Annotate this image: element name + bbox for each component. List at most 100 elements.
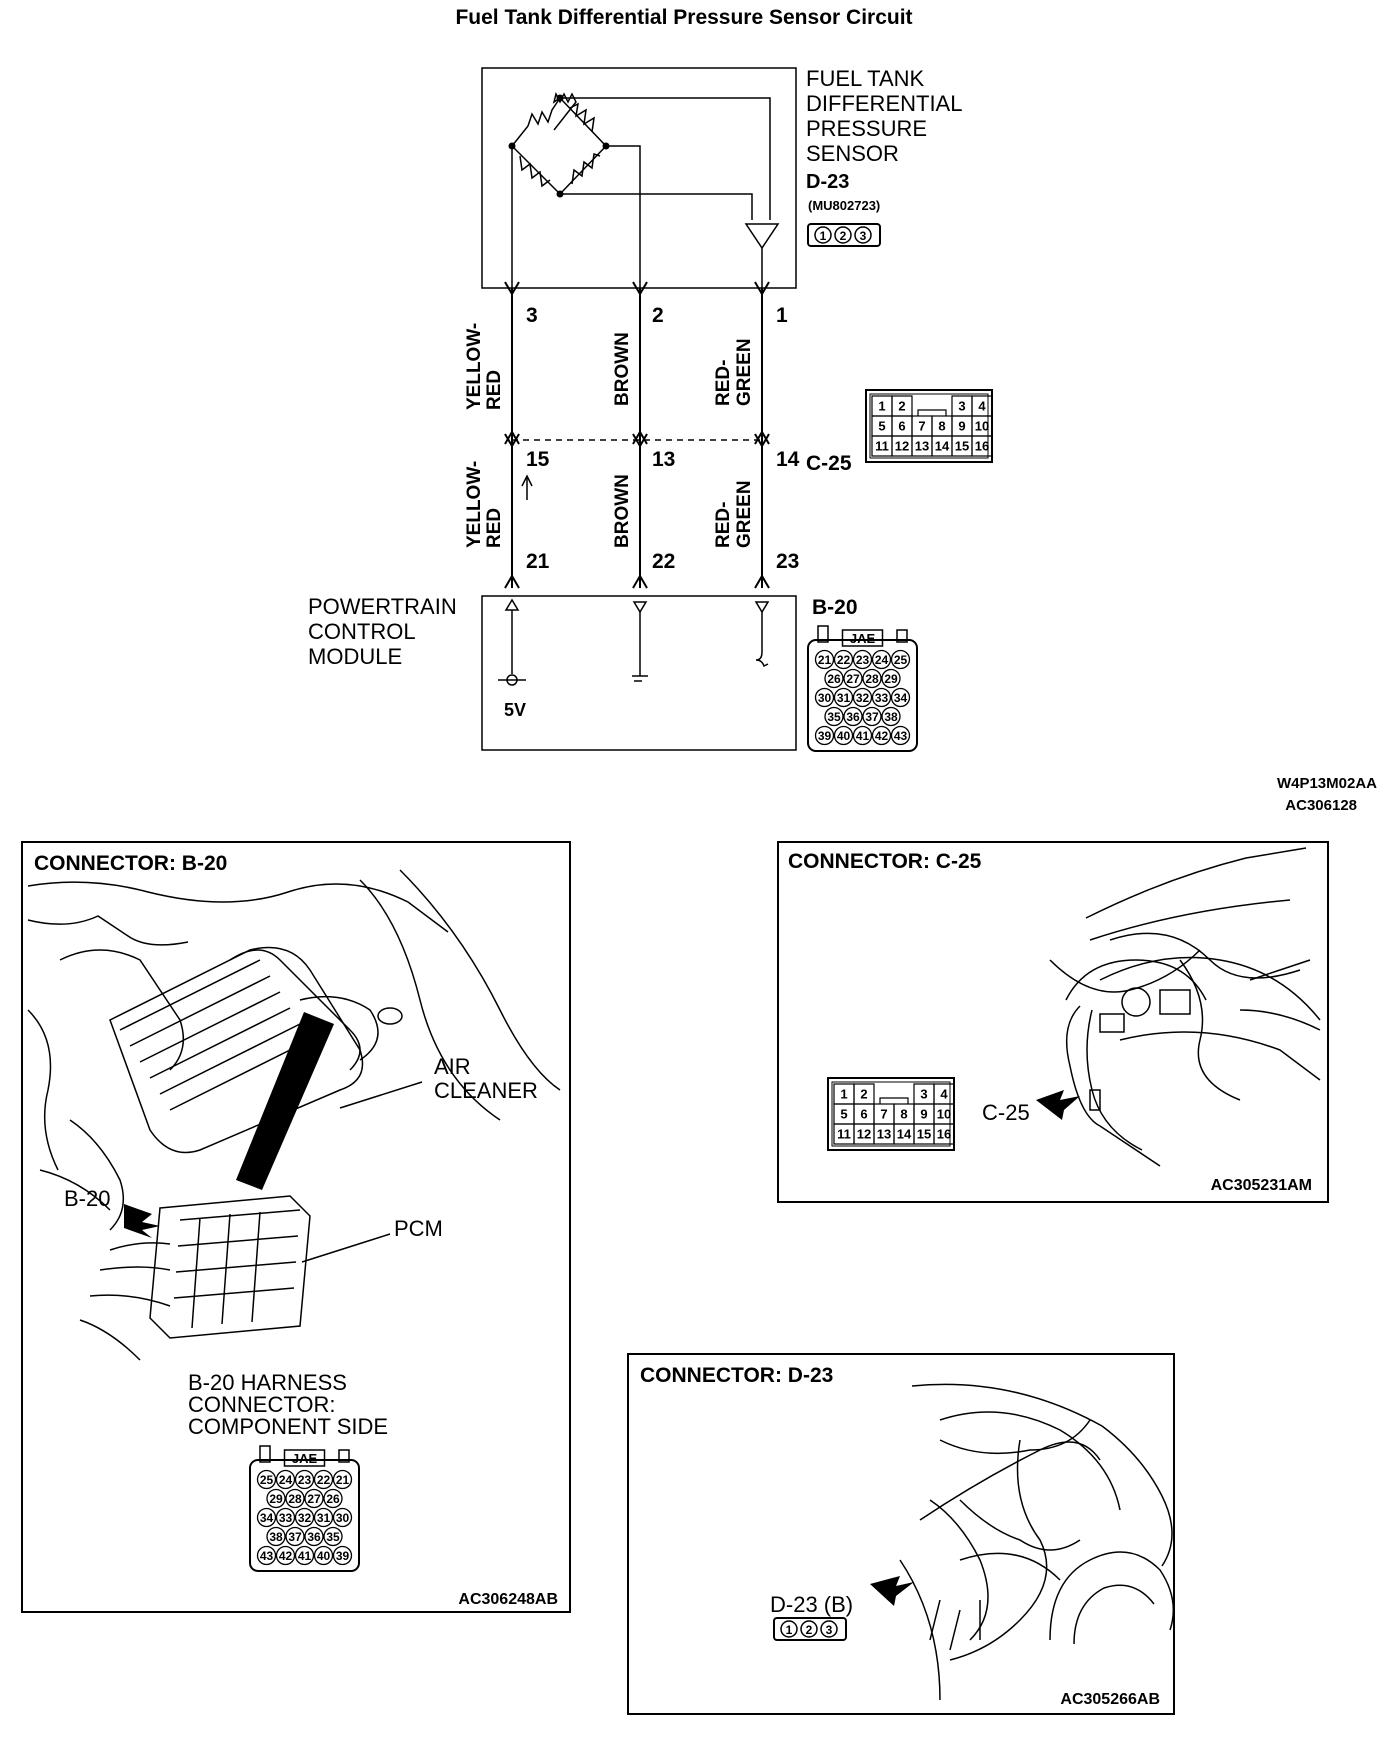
sensor-connector-icon: 1 2 3 (807, 223, 881, 247)
connector-pin-label: 29 (269, 1492, 283, 1506)
pcm-connector-id: B-20 (812, 596, 858, 619)
wire-color-label: RED (484, 370, 505, 410)
connector-pin-label: 37 (288, 1530, 302, 1544)
connector-pin-label: 16 (975, 439, 989, 454)
connector-pin-label: 42 (875, 729, 889, 743)
shield-termination-icon (755, 651, 769, 668)
connector-pin-label: 22 (317, 1473, 331, 1487)
connector-pin-label: 43 (260, 1549, 274, 1563)
wire-pin-numbers: 3 2 1 15 13 14 21 22 23 (526, 304, 800, 573)
connector-pin-label: 30 (818, 691, 832, 705)
connector-pin-label: 13 (877, 1127, 891, 1142)
pcm-supply-voltage: 5V (504, 700, 526, 720)
pointer-wedge-icon (236, 1012, 334, 1190)
d23-pin: 1 (786, 1623, 793, 1637)
connector-pin-label: 14 (897, 1127, 912, 1142)
sensor-name-line-3: PRESSURE (806, 116, 927, 141)
wire-color-label: BROWN (612, 474, 633, 548)
wire-color-label: YELLOW- (464, 461, 485, 548)
connector-pin-label: 21 (336, 1473, 350, 1487)
connector-pin-label: 5 (840, 1107, 847, 1122)
input-arrow-icon (504, 598, 520, 611)
connector-pin-label: 41 (856, 729, 870, 743)
connector-pin-label: 16 (937, 1127, 951, 1142)
connector-pin-label: 37 (865, 710, 879, 724)
connector-pin-label: 15 (955, 439, 969, 454)
connector-pin-label: 40 (837, 729, 851, 743)
wire-color-label: RED (484, 508, 505, 548)
output-arrow-icon (754, 601, 770, 614)
panel-code: AC305266AB (1060, 1691, 1160, 1708)
connector-pin-label: 1 (878, 399, 885, 414)
vehicle-rear-illustration (899, 1383, 1175, 1701)
connector-pin-label: 3 (958, 399, 965, 414)
resistor-zigzag-icon (527, 97, 561, 127)
connector-pin-label: 4 (978, 399, 986, 414)
connector-pin-label: 43 (894, 729, 908, 743)
connector-pin-label: 35 (827, 710, 841, 724)
c25-pin-number: 13 (652, 448, 675, 471)
connector-pin-label: 2 (898, 399, 905, 414)
c25-location-label: C-25 (982, 1100, 1030, 1125)
connector-pin-label: 10 (975, 419, 989, 434)
wire-color-label: RED- (713, 502, 734, 548)
connector-pin-label: 33 (875, 691, 889, 705)
harness-caption: CONNECTOR: (188, 1392, 336, 1417)
wire-color-label: GREEN (734, 480, 755, 548)
pcm-name-line-2: CONTROL (308, 619, 416, 644)
connector-pin-label: 34 (260, 1511, 274, 1525)
connector-pin-label: 24 (875, 653, 889, 667)
sensor-name-line-4: SENSOR (806, 141, 899, 166)
dashboard-illustration (1049, 847, 1321, 1167)
sensor-pin: 1 (820, 229, 827, 243)
arrow-icon (124, 1204, 160, 1238)
connector-pin-label: 39 (336, 1549, 350, 1563)
panel-heading: CONNECTOR: C-25 (788, 850, 982, 873)
wire-color-label: BROWN (612, 332, 633, 406)
pcm-label: POWERTRAIN CONTROL MODULE (308, 594, 457, 669)
amplifier-icon (744, 223, 780, 250)
pcm-pin-number: 21 (526, 550, 550, 573)
arrow-icon (870, 1576, 914, 1606)
wire-color-labels: YELLOW- RED BROWN RED- GREEN YELLOW- RED… (464, 323, 755, 548)
pcm-name-line-1: POWERTRAIN (308, 594, 457, 619)
figure-code: W4P13M02AA (1277, 775, 1377, 792)
connector-maker-label: JAE (292, 1451, 318, 1466)
connector-pin-label: 41 (298, 1549, 312, 1563)
connector-pin-label: 1 (840, 1087, 847, 1102)
sensor-name-line-1: FUEL TANK (806, 66, 925, 91)
d23-harness-connector-icon: 1 2 3 (773, 1617, 847, 1641)
c25-pin-number: 15 (526, 448, 550, 471)
sensor-pin-number: 1 (776, 304, 788, 327)
connector-pin-label: 25 (894, 653, 908, 667)
connector-pin-label: 12 (895, 439, 909, 454)
sensor-connector-id: D-23 (806, 171, 849, 193)
sensor-part-number: (MU802723) (808, 198, 880, 213)
connector-pin-label: 10 (937, 1107, 951, 1122)
connector-pin-label: 40 (317, 1549, 331, 1563)
pcm-block (481, 595, 797, 751)
connector-pin-label: 9 (920, 1107, 927, 1122)
pcm-pin-number: 22 (652, 550, 675, 573)
sensor-pin: 2 (840, 229, 847, 243)
pcm-location-label: PCM (394, 1216, 443, 1241)
connector-pin-label: 14 (935, 439, 950, 454)
sensor-pin-number: 2 (652, 304, 664, 327)
panel-heading: CONNECTOR: B-20 (34, 852, 227, 875)
connector-pin-label: 21 (818, 653, 832, 667)
d23-pin: 2 (806, 1623, 813, 1637)
connector-pin-label: 29 (884, 672, 898, 686)
connector-pin-label: 26 (827, 672, 841, 686)
connector-pin-label: 36 (846, 710, 860, 724)
sensor-box (481, 67, 797, 289)
output-arrow-icon (632, 601, 648, 614)
bridge-nodes (508, 94, 610, 198)
panel-connector-b20: CONNECTOR: B-20 AIR (21, 841, 571, 1613)
panel-code: AC306248AB (458, 1591, 558, 1608)
connector-pin-label: 30 (336, 1511, 350, 1525)
sensor-pin-number: 3 (526, 304, 538, 327)
connector-pin-label: 38 (884, 710, 898, 724)
connector-pin-label: 27 (846, 672, 860, 686)
